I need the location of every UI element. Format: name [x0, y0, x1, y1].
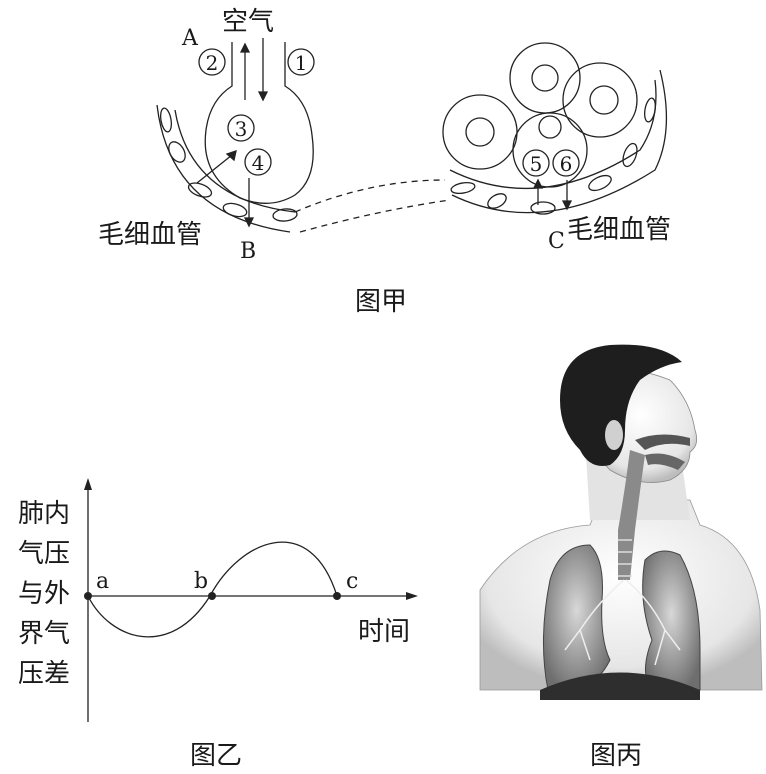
label-num-5: 5 — [530, 152, 543, 176]
figure-jia-left-alveolus — [156, 42, 451, 233]
x-axis-label: 时间 — [358, 617, 410, 647]
label-air: 空气 — [222, 7, 274, 37]
nasal-cavity — [635, 434, 690, 450]
trachea — [618, 450, 645, 580]
label-point-C: C — [548, 229, 565, 254]
y-axis-label-line-4: 界气 — [18, 619, 70, 649]
trachea-rings — [618, 539, 632, 577]
figure-jia-tissue-arrows — [532, 178, 573, 211]
y-axis-arrow-icon — [84, 478, 92, 490]
caption-figure-yi: 图乙 — [190, 741, 242, 771]
y-axis-label-line-5: 压差 — [18, 659, 70, 689]
y-axis-label-line-1: 肺内 — [18, 499, 70, 529]
caption-figure-bing: 图丙 — [590, 741, 642, 771]
hair — [560, 344, 682, 466]
label-capillary-left: 毛细血管 — [98, 220, 202, 250]
point-b-marker — [208, 592, 216, 600]
label-num-3: 3 — [235, 117, 248, 141]
label-point-a: a — [96, 569, 109, 594]
oral-cavity — [645, 453, 685, 470]
diaphragm — [540, 672, 700, 700]
label-num-1: 1 — [295, 51, 308, 75]
label-point-c: c — [346, 569, 358, 594]
label-point-B: B — [240, 239, 256, 264]
y-axis-label-line-2: 气压 — [18, 539, 70, 569]
caption-figure-jia: 图甲 — [355, 287, 407, 317]
label-num-2: 2 — [206, 51, 219, 75]
right-lung — [542, 544, 611, 691]
label-capillary-right: 毛细血管 — [567, 215, 671, 245]
figure-jia-tissue-cells — [442, 42, 668, 215]
figure-jia-arrows — [196, 38, 269, 228]
label-num-4: 4 — [252, 151, 265, 175]
label-num-6: 6 — [560, 152, 573, 176]
x-axis-arrow-icon — [406, 592, 418, 600]
label-point-b: b — [194, 569, 208, 594]
point-c-marker — [333, 592, 341, 600]
figure-yi-chart: a b c 时间 肺内 气压 与外 界气 压差 图乙 — [18, 478, 418, 771]
figure-jia-number-circles — [198, 48, 580, 177]
bronchi — [564, 579, 681, 666]
y-axis-label-line-3: 与外 — [18, 579, 70, 609]
point-a-marker — [84, 592, 92, 600]
ear — [605, 420, 623, 450]
label-point-A: A — [181, 26, 199, 51]
pressure-curve — [87, 541, 338, 638]
figure-bing-respiratory-system: 图丙 — [479, 344, 763, 771]
